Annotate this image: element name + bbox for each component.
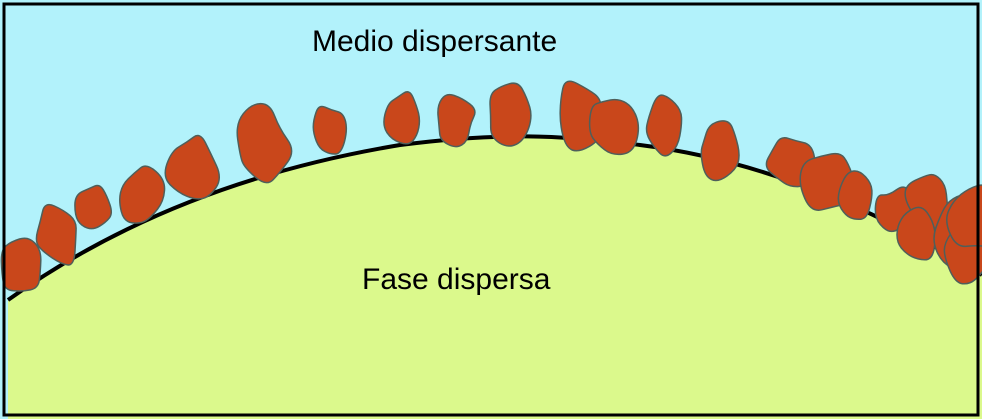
particle-1 bbox=[1, 238, 40, 291]
dispersion-medium-label: Medio dispersante bbox=[312, 27, 557, 57]
particle-10 bbox=[490, 83, 531, 146]
dispersed-phase-label: Fase dispersa bbox=[362, 265, 550, 295]
particle-14 bbox=[701, 121, 739, 181]
